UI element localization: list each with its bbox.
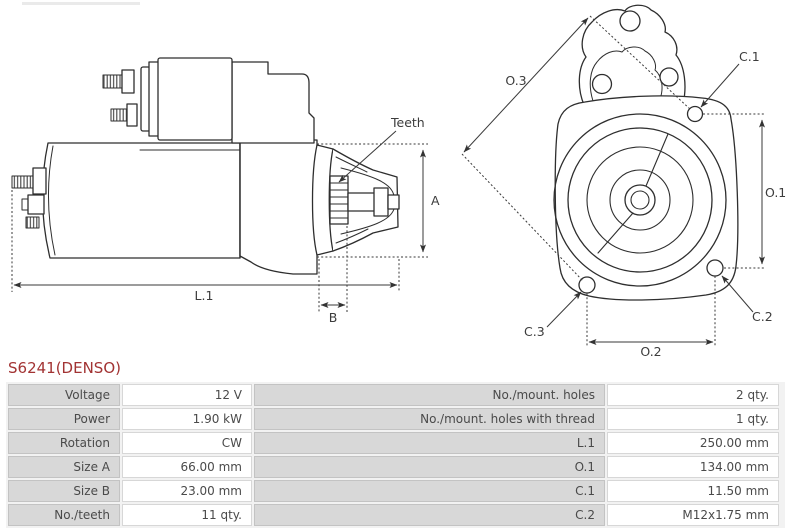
spec-teeth-value: 11 qty. <box>122 504 252 526</box>
pinion-shaft <box>347 192 377 212</box>
c2-leader-line <box>721 275 754 313</box>
spec-o1-value: 134.00 mm <box>607 456 779 478</box>
motor-body <box>41 142 241 259</box>
spec-c1-label: C.1 <box>254 480 605 502</box>
spec-power-label: Power <box>8 408 120 430</box>
dim-b-label: B <box>329 310 338 325</box>
spec-table: Voltage 12 V No./mount. holes 2 qty. Pow… <box>6 382 785 528</box>
spec-mount-holes-value: 2 qty. <box>607 384 779 406</box>
spec-c2-label: C.2 <box>254 504 605 526</box>
bell-left-hole <box>591 73 613 95</box>
dim-a-label: A <box>431 193 440 208</box>
terminal-nut-lower <box>126 103 138 127</box>
spec-size-a-label: Size A <box>8 456 120 478</box>
spec-c1-value: 11.50 mm <box>607 480 779 502</box>
top-edge-artifact <box>22 2 140 5</box>
dim-o1-label: O.1 <box>765 185 786 200</box>
spec-size-a-value: 66.00 mm <box>122 456 252 478</box>
spec-l1-label: L.1 <box>254 432 605 454</box>
technical-drawing-area: Teeth A L.1 B <box>11 4 786 359</box>
spec-l1-value: 250.00 mm <box>607 432 779 454</box>
spec-rotation-value: CW <box>122 432 252 454</box>
spec-c2-value: M12x1.75 mm <box>607 504 779 526</box>
side-view-drawing <box>11 57 400 275</box>
spec-size-b-value: 23.00 mm <box>122 480 252 502</box>
dim-o3-line <box>463 17 589 153</box>
starter-motor-drawing: Teeth A L.1 B <box>11 4 786 359</box>
upper-housing <box>231 61 315 144</box>
dim-c2-label: C.2 <box>752 309 773 324</box>
spec-mount-holes-thread-value: 1 qty. <box>607 408 779 430</box>
bell-top-hole <box>619 10 641 32</box>
part-number-title: S6241(DENSO) <box>8 359 121 377</box>
mount-hole-c2 <box>706 259 724 277</box>
solenoid-body <box>157 57 233 141</box>
terminal-stud-thread-upper <box>102 74 124 89</box>
spec-size-b-label: Size B <box>8 480 120 502</box>
spec-rotation-label: Rotation <box>8 432 120 454</box>
shaft-collar <box>373 187 389 217</box>
spec-power-value: 1.90 kW <box>122 408 252 430</box>
dim-c3-label: C.3 <box>524 324 545 339</box>
center-bracket <box>239 139 318 275</box>
spec-voltage-value: 12 V <box>122 384 252 406</box>
mount-hole-c1 <box>686 105 704 123</box>
body-stud-thread-small <box>25 216 40 229</box>
body-stud-bracket <box>32 167 47 195</box>
spec-o1-label: O.1 <box>254 456 605 478</box>
bell-right-hole <box>659 67 679 87</box>
spec-voltage-label: Voltage <box>8 384 120 406</box>
front-view-dimensions <box>461 15 766 346</box>
gear-housing-circles <box>553 113 727 287</box>
c3-leader-line <box>546 291 582 328</box>
c1-leader-line <box>700 63 740 108</box>
dim-o3-label: O.3 <box>505 73 526 88</box>
spec-mount-holes-thread-label: No./mount. holes with thread <box>254 408 605 430</box>
terminal-nut-upper <box>121 69 135 94</box>
shaft-tip <box>387 194 400 210</box>
spec-mount-holes-label: No./mount. holes <box>254 384 605 406</box>
dim-l1-label: L.1 <box>195 288 214 303</box>
side-view-dimensions <box>11 130 428 313</box>
terminal-stud-thread-lower <box>110 108 129 122</box>
teeth-leader-line <box>338 130 397 183</box>
dim-o2-label: O.2 <box>640 344 661 357</box>
front-view-drawing <box>553 4 739 301</box>
dim-c1-label: C.1 <box>739 49 760 64</box>
teeth-label: Teeth <box>390 115 425 130</box>
spec-teeth-label: No./teeth <box>8 504 120 526</box>
body-stud-thread <box>11 175 34 189</box>
